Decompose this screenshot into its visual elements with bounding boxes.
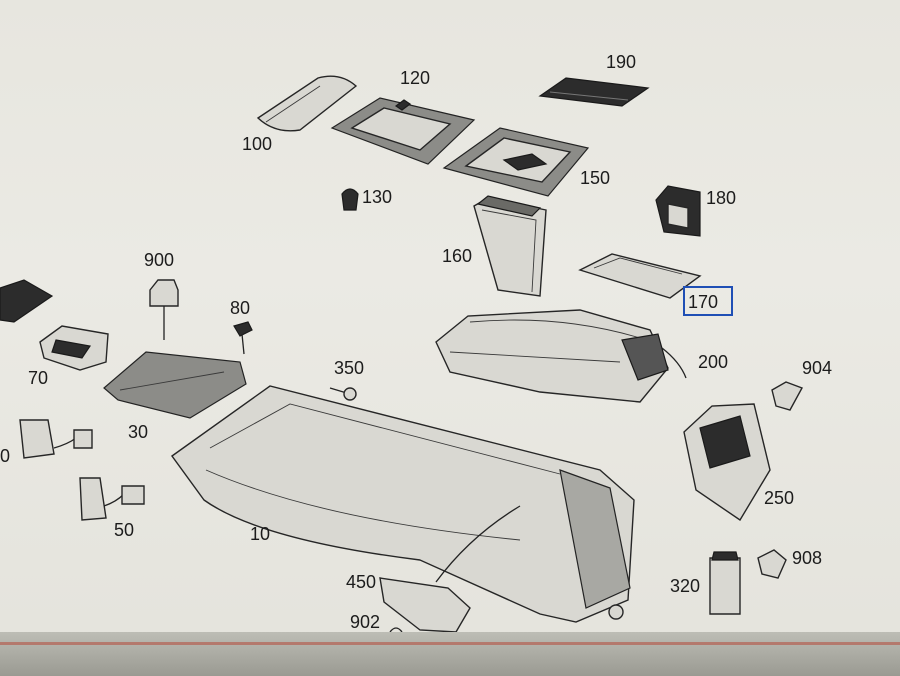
part-250-switch-panel[interactable]: [683, 403, 771, 521]
part-nut[interactable]: [608, 604, 624, 620]
part-150-tray-cover[interactable]: [442, 127, 590, 197]
part-908-connector[interactable]: [757, 549, 787, 579]
label-190: 190: [606, 52, 636, 72]
part-170-insert-plate[interactable]: [578, 253, 702, 299]
part-120-bezel-frame[interactable]: [330, 97, 476, 165]
label-320: 320: [670, 576, 700, 596]
label-160: 160: [442, 246, 472, 266]
part-900-clip-tag[interactable]: [149, 279, 179, 340]
part-70-socket-cover[interactable]: [39, 325, 109, 371]
part-902-clip[interactable]: [389, 627, 403, 633]
label-170: 170: [688, 292, 718, 312]
part-30-bracket[interactable]: [103, 351, 247, 419]
part-320-socket[interactable]: [709, 551, 741, 615]
label-200: 200: [698, 352, 728, 372]
label-904: 904: [802, 358, 832, 378]
label-80: 80: [230, 298, 250, 318]
label-180: 180: [706, 188, 736, 208]
label-100: 100: [242, 134, 272, 154]
part-190-rubber-mat[interactable]: [538, 77, 650, 107]
label-40: 40: [0, 446, 10, 466]
part-160-storage-bin[interactable]: [473, 195, 547, 297]
label-902: 902: [350, 612, 380, 632]
label-250: 250: [764, 488, 794, 508]
part-left-partial[interactable]: [0, 279, 54, 323]
label-50: 50: [114, 520, 134, 540]
label-150: 150: [580, 168, 610, 188]
highlight-box: [683, 286, 733, 316]
part-180-socket-unit[interactable]: [655, 185, 701, 237]
label-30: 30: [128, 422, 148, 442]
label-10: 10: [250, 524, 270, 544]
part-10-console-body[interactable]: [171, 385, 635, 623]
label-120: 120: [400, 68, 430, 88]
label-130: 130: [362, 187, 392, 207]
label-450: 450: [346, 572, 376, 592]
part-80-screw[interactable]: [233, 321, 253, 355]
part-200-armrest-assembly[interactable]: [435, 309, 687, 403]
label-350: 350: [334, 358, 364, 378]
monitor-bezel: [0, 632, 900, 676]
part-100-armrest-lid[interactable]: [256, 75, 358, 132]
label-908: 908: [792, 548, 822, 568]
part-450-bracket[interactable]: [379, 577, 471, 633]
label-70: 70: [28, 368, 48, 388]
bezel-edge: [0, 642, 900, 645]
part-50-power-socket[interactable]: [79, 477, 145, 521]
part-40-power-socket[interactable]: [19, 419, 93, 459]
part-130-clip[interactable]: [341, 188, 359, 211]
label-900: 900: [144, 250, 174, 270]
part-904-connector[interactable]: [771, 381, 804, 411]
part-350-screw[interactable]: [329, 387, 357, 401]
